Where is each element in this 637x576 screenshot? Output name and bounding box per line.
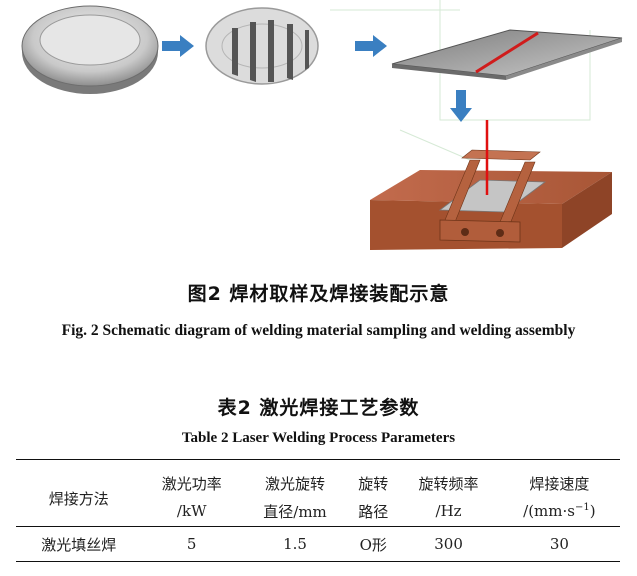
unit-text: /(mm·s <box>523 502 575 520</box>
header-cell: 路径 <box>358 502 389 521</box>
header-cell: 旋转 <box>358 474 389 493</box>
sampled-disc <box>205 7 319 85</box>
unit-superscript: −1 <box>574 502 590 513</box>
table-cell: 300 <box>434 535 463 553</box>
table-header: 焊接方法 激光功率 激光旋转 旋转 旋转频率 焊接速度 /kW 直径/mm 路径… <box>16 459 620 527</box>
table-cell: 30 <box>549 535 569 553</box>
arrow-right-icon <box>355 35 387 57</box>
header-cell: 直径/mm <box>263 502 327 521</box>
weld-seam-line <box>475 31 539 74</box>
header-cell: 焊接速度 <box>529 474 590 493</box>
figure-schematic <box>0 0 637 268</box>
background-guides <box>330 0 591 161</box>
header-cell: /(mm·s−1) <box>499 496 620 527</box>
arrow-right-icon <box>162 35 194 57</box>
round-blank-disc <box>21 5 159 94</box>
header-cell: /kW <box>176 502 207 520</box>
table-cell: 5 <box>186 535 197 553</box>
header-cell: 旋转频率 <box>418 474 479 493</box>
header-cell: 焊接方法 <box>48 489 109 508</box>
table-cell: O形 <box>359 535 387 554</box>
arrow-down-icon <box>450 90 472 122</box>
table-caption-chinese: 表2 激光焊接工艺参数 <box>217 397 420 419</box>
figure-caption-chinese: 图2 焊材取样及焊接装配示意 <box>187 283 450 305</box>
process-parameters-table: 焊接方法 激光功率 激光旋转 旋转 旋转频率 焊接速度 /kW 直径/mm 路径… <box>16 459 620 562</box>
sample-strips <box>232 20 309 82</box>
table-cell: 1.5 <box>283 535 307 553</box>
welding-fixture-assembly <box>370 120 612 250</box>
butt-welded-plate <box>391 29 623 80</box>
table-caption-english: Table 2 Laser Welding Process Parameters <box>181 430 456 446</box>
header-cell: 激光功率 <box>161 474 222 493</box>
table-cell: 激光填丝焊 <box>41 535 117 554</box>
unit-tail: ) <box>589 502 596 520</box>
header-cell: /Hz <box>435 502 462 520</box>
table-row: 激光填丝焊 5 1.5 O形 300 30 <box>16 527 620 562</box>
header-cell: 激光旋转 <box>265 474 326 493</box>
figure-caption-english: Fig. 2 Schematic diagram of welding mate… <box>61 322 576 339</box>
schematic-drawing <box>21 0 623 250</box>
